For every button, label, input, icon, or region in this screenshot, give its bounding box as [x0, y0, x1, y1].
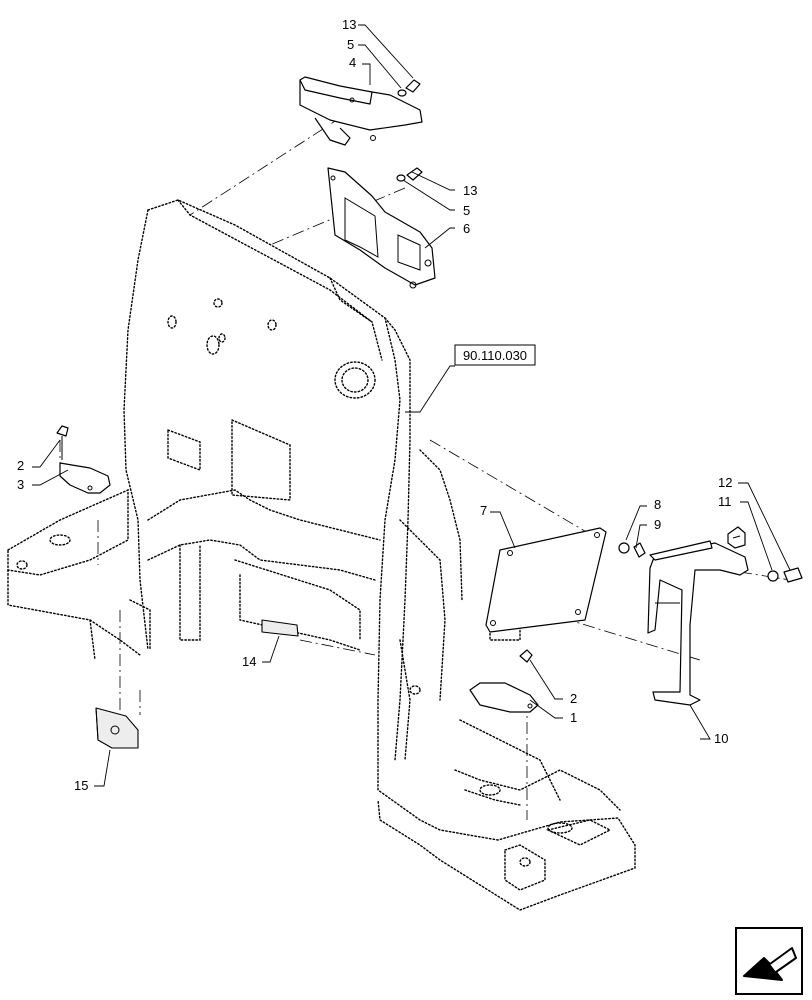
washer-8-screw-9[interactable]	[618, 542, 646, 558]
part-15-plug[interactable]	[95, 707, 139, 749]
part-14-pad[interactable]	[261, 619, 299, 637]
callout-15: 15	[74, 778, 88, 793]
callout-8: 8	[654, 497, 661, 512]
callout-11: 11	[718, 494, 732, 509]
callout-14: 14	[242, 654, 256, 669]
callout-2-left: 2	[17, 458, 24, 473]
part-3-cover[interactable]	[56, 425, 111, 494]
callout-7: 7	[480, 503, 487, 518]
washer-11-screw-12[interactable]	[767, 567, 803, 583]
callout-13-middle: 13	[463, 183, 477, 198]
reference-code: 90.110.030	[463, 348, 527, 363]
callout-12: 12	[718, 475, 732, 490]
callout-labels: 13 5 4 13 5 6 2 3 7 8 9 12 11 14 2 1 10 …	[17, 17, 732, 793]
callout-1: 1	[570, 710, 577, 725]
main-frame	[7, 199, 636, 911]
callout-3: 3	[17, 477, 24, 492]
callout-9: 9	[654, 517, 661, 532]
callout-13-top: 13	[342, 17, 356, 32]
callout-10: 10	[714, 731, 728, 746]
screw-13-top[interactable]	[397, 79, 421, 97]
screw-13-middle[interactable]	[396, 167, 423, 182]
callout-5-middle: 5	[463, 203, 470, 218]
callout-6: 6	[463, 221, 470, 236]
callout-4: 4	[349, 55, 356, 70]
callout-5-top: 5	[347, 37, 354, 52]
previous-page-arrow-icon[interactable]	[735, 927, 803, 995]
callout-2-right: 2	[570, 691, 577, 706]
part-7-plate[interactable]	[485, 527, 607, 633]
reference-box[interactable]: 90.110.030	[454, 344, 536, 366]
part-10-bracket[interactable]	[647, 526, 749, 706]
part-4-bracket[interactable]	[299, 76, 423, 146]
leader-lines	[32, 24, 791, 787]
part-1-cover[interactable]	[469, 649, 539, 713]
part-6-plate[interactable]	[327, 167, 436, 289]
